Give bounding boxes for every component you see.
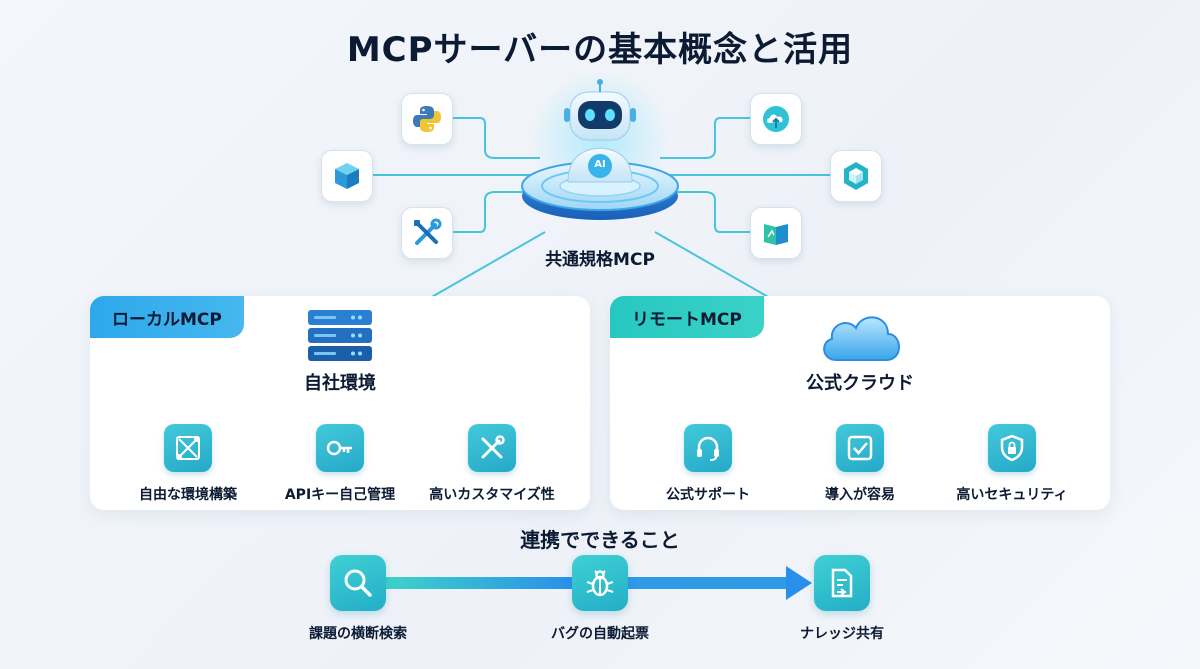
integration-title: 連携でできること	[520, 528, 680, 552]
step-label: バグの自動起票	[551, 626, 649, 642]
integration-step: 課題の横断検索	[268, 555, 448, 643]
feature-item: 自由な環境構築	[108, 424, 268, 504]
step-label: ナレッジ共有	[800, 626, 884, 642]
wrench-screwdriver-icon	[401, 207, 453, 259]
cloud-icon	[816, 306, 904, 364]
knowledge-share-icon	[814, 555, 870, 611]
feature-item: 導入が容易	[780, 424, 940, 504]
feature-label: 高いセキュリティ	[956, 487, 1068, 503]
local-mcp-tag: ローカルMCP	[90, 296, 244, 338]
page-title: MCPサーバーの基本概念と活用	[346, 30, 854, 70]
remote-env-label: 公式クラウド	[806, 373, 914, 394]
feature-item: APIキー自己管理	[260, 424, 420, 504]
bug-icon	[572, 555, 628, 611]
checkbox-icon	[836, 424, 884, 472]
cube-icon	[321, 150, 373, 202]
tools-icon	[468, 424, 516, 472]
headset-icon	[684, 424, 732, 472]
remote-mcp-panel: リモートMCP	[610, 296, 1110, 510]
book-icon	[750, 207, 802, 259]
feature-label: 公式サポート	[666, 487, 750, 503]
integration-step: ナレッジ共有	[752, 555, 932, 643]
remote-mcp-tag: リモートMCP	[610, 296, 764, 338]
feature-label: 自由な環境構築	[139, 487, 237, 503]
ai-badge: AI	[594, 159, 606, 170]
key-icon	[316, 424, 364, 472]
server-icon	[306, 308, 374, 362]
node-graph-icon	[164, 424, 212, 472]
package-icon	[830, 150, 882, 202]
core-label: 共通規格MCP	[545, 250, 655, 270]
search-icon	[330, 555, 386, 611]
feature-item: 公式サポート	[628, 424, 788, 504]
step-label: 課題の横断検索	[309, 626, 407, 642]
feature-label: 高いカスタマイズ性	[429, 487, 555, 503]
python-icon	[401, 93, 453, 145]
local-env-label: 自社環境	[304, 373, 376, 394]
feature-item: 高いセキュリティ	[932, 424, 1092, 504]
feature-item: 高いカスタマイズ性	[412, 424, 572, 504]
shield-lock-icon	[988, 424, 1036, 472]
cloud-upload-icon	[750, 93, 802, 145]
integration-step: バグの自動起票	[510, 555, 690, 643]
feature-label: APIキー自己管理	[284, 487, 396, 503]
feature-label: 導入が容易	[825, 487, 895, 503]
